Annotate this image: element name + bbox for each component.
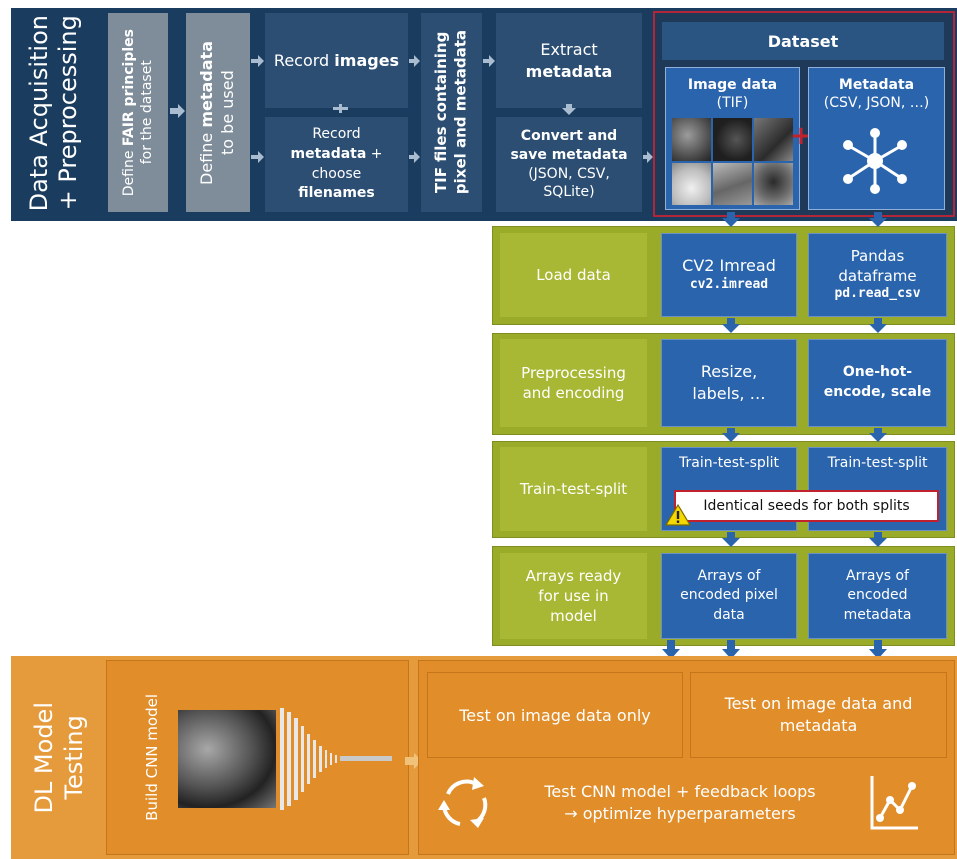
arrow-right-icon [483, 55, 495, 67]
step-record-metadata: Record metadata + choose filenames [265, 117, 408, 212]
arrow-down-icon [722, 318, 740, 333]
arrow-right-icon [170, 104, 185, 118]
warning-icon [665, 503, 691, 526]
arrow-down-icon [722, 428, 740, 442]
step-define-metadata: Define metadata to be used [186, 13, 250, 212]
tile-image [713, 162, 752, 205]
plus-connector-icon [333, 104, 348, 113]
arrow-down-icon [722, 212, 740, 227]
arrow-down-icon [722, 532, 740, 547]
step-extract-metadata: Extract metadata [496, 13, 642, 108]
step-define-fair: Define FAIR principles for the dataset [108, 13, 168, 212]
arrow-down-icon [662, 640, 680, 659]
arrow-right-icon [405, 753, 422, 769]
build-cnn-label: Build CNN model [143, 694, 161, 821]
arrow-down-icon [869, 428, 887, 442]
test-image-and-metadata-box: Test on image data and metadata [690, 672, 947, 758]
step-tif-files: TIF files containing pixel and metadata [421, 13, 482, 212]
step-convert-save: Convert and save metadata (JSON, CSV, SQ… [496, 117, 642, 212]
arrow-right-icon [409, 151, 420, 163]
arrow-down-icon [869, 640, 887, 659]
row-label-arrays-ready: Arrays ready for use in model [500, 553, 647, 639]
pipeline-arrows [662, 212, 887, 659]
row-label-load-data: Load data [500, 233, 647, 317]
identical-seeds-note: Identical seeds for both splits [674, 490, 939, 522]
pandas-dataframe-box: Pandas dataframe pd.read_csv [808, 233, 947, 317]
test-cnn-feedback-text: Test CNN model + feedback loops → optimi… [544, 781, 816, 823]
tile-image [754, 162, 793, 205]
test-image-only-box: Test on image data only [427, 672, 683, 758]
arrow-right-icon [409, 55, 420, 67]
dataset-title: Dataset [662, 22, 944, 60]
arrow-down-icon [869, 532, 887, 547]
arrow-right-icon [251, 55, 264, 67]
acquisition-arrows [170, 55, 653, 163]
cnn-layers-icon [280, 708, 392, 810]
tile-image [672, 118, 711, 161]
line-chart-icon [870, 776, 918, 830]
arrow-right-icon [643, 151, 653, 163]
microscopy-image-tiles [672, 118, 793, 205]
step-record-images: Record images [265, 13, 408, 108]
network-node-icon [843, 128, 907, 194]
arrow-down-icon [869, 318, 887, 333]
dataset-plus: + [790, 121, 812, 151]
cycle-arrows-icon [438, 777, 488, 828]
arrays-pixel-data-box: Arrays of encoded pixel data [661, 553, 797, 639]
row-label-preprocessing: Preprocessing and encoding [500, 339, 647, 427]
dl-title: DL Model Testing [30, 701, 88, 814]
arrow-right-icon [251, 151, 264, 163]
arrays-metadata-box: Arrays of encoded metadata [808, 553, 947, 639]
resize-labels-box: Resize, labels, … [661, 339, 797, 427]
one-hot-encode-box: One-hot- encode, scale [808, 339, 947, 427]
cnn-input-image [178, 710, 276, 808]
row-label-train-test-split: Train-test-split [500, 447, 647, 531]
tile-image [672, 162, 711, 205]
tile-image [754, 118, 793, 161]
arrow-down-icon [562, 104, 576, 115]
arrow-down-icon [722, 640, 740, 659]
tile-image [713, 118, 752, 161]
arrow-down-icon [869, 212, 887, 227]
cv2-imread-box: CV2 Imread cv2.imread [661, 233, 797, 317]
